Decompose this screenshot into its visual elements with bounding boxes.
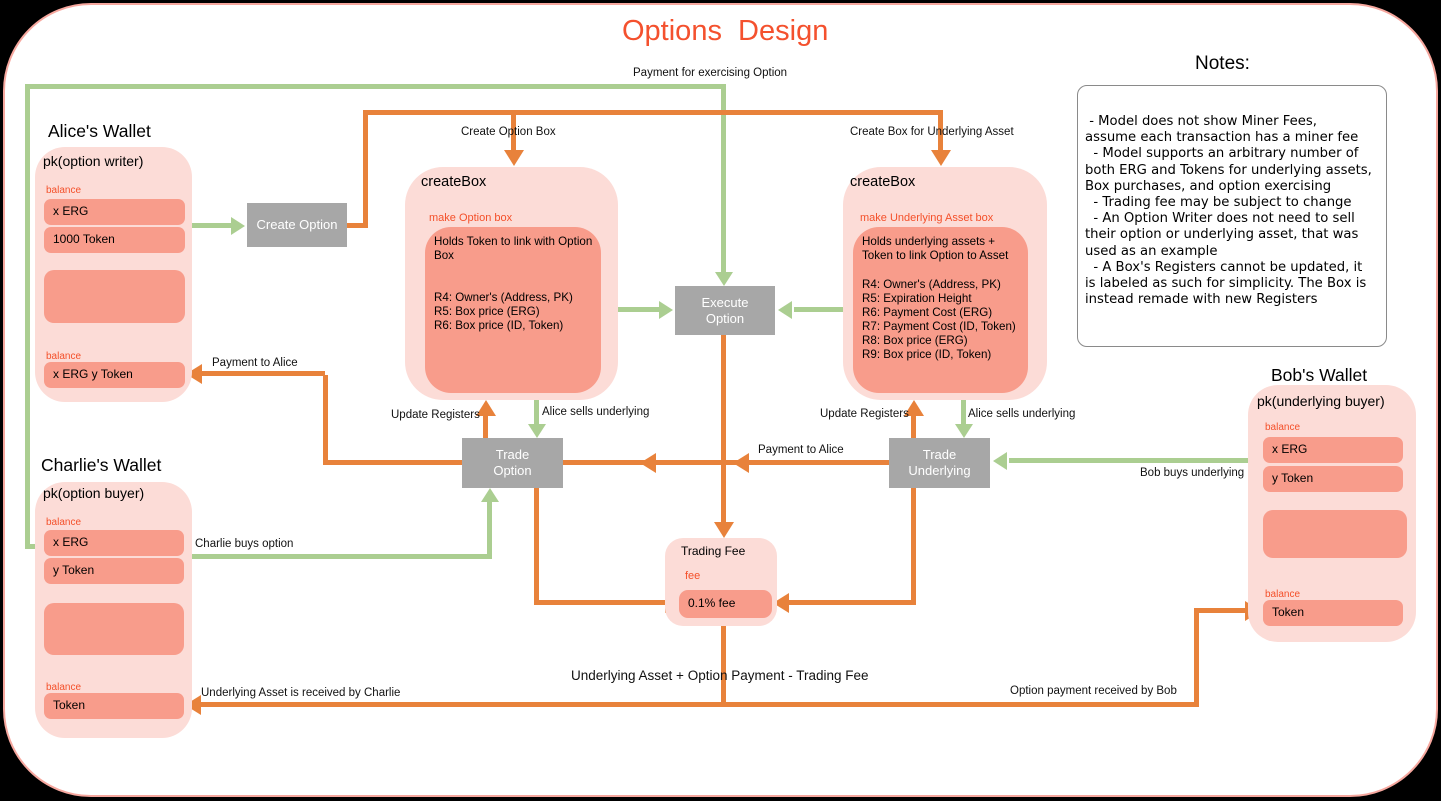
- create-option-label: Create Option: [256, 217, 338, 232]
- trade-option-node: Trade Option: [462, 438, 563, 488]
- alice-balance-result: x ERG y Token: [44, 362, 185, 388]
- charlie-balance-token: y Token: [44, 558, 184, 584]
- bob-balance-token: y Token: [1263, 466, 1403, 492]
- underlying-box-registers: R4: Owner's (Address, PK) R5: Expiration…: [862, 278, 1016, 361]
- trade-underlying-node: Trade Underlying: [889, 438, 990, 488]
- bob-balance-label-2: balance: [1265, 589, 1301, 600]
- make-option-box-label: make Option box: [429, 212, 513, 224]
- bob-balance-erg: x ERG: [1263, 437, 1403, 463]
- make-underlying-box-label: make Underlying Asset box: [860, 212, 994, 224]
- charlie-empty-box: [44, 603, 184, 655]
- label-create-underlying-box: Create Box for Underlying Asset: [850, 126, 1014, 138]
- label-alice-sells-left: Alice sells underlying: [542, 406, 650, 418]
- label-payment-to-alice-right: Payment to Alice: [758, 444, 844, 456]
- trade-option-label: Trade Option: [493, 447, 532, 478]
- bob-balance-result: Token: [1263, 600, 1403, 626]
- alice-empty-box: [44, 270, 185, 323]
- alice-balance-erg: x ERG: [44, 199, 185, 225]
- create-box-option-title: createBox: [421, 174, 487, 190]
- alice-wallet-title: Alice's Wallet: [48, 121, 151, 141]
- fee-value-box: 0.1% fee: [679, 590, 772, 618]
- alice-balance-label-2: balance: [46, 351, 82, 362]
- label-received-by-bob: Option payment received by Bob: [1010, 685, 1177, 697]
- diagram-canvas: Options Design: [3, 3, 1438, 797]
- alice-balance-token: 1000 Token: [44, 227, 185, 253]
- bob-empty-box: [1263, 510, 1407, 558]
- fee-label: fee: [685, 570, 701, 582]
- charlie-balance-erg: x ERG: [44, 530, 184, 556]
- create-option-node: Create Option: [247, 203, 347, 247]
- label-charlie-buys-option: Charlie buys option: [195, 538, 294, 550]
- execute-option-label: Execute Option: [701, 294, 749, 326]
- label-update-registers-left: Update Registers: [391, 409, 480, 421]
- bob-balance-label: balance: [1265, 422, 1301, 433]
- label-payment-to-alice-left: Payment to Alice: [212, 357, 298, 369]
- alice-wallet-subtitle: pk(option writer): [43, 153, 144, 169]
- charlie-balance-label: balance: [46, 517, 82, 528]
- alice-balance-label: balance: [46, 185, 82, 196]
- label-alice-sells-right: Alice sells underlying: [968, 408, 1076, 420]
- execute-option-node: Execute Option: [675, 286, 775, 335]
- bob-wallet-title: Bob's Wallet: [1271, 365, 1368, 385]
- label-update-registers-right: Update Registers: [820, 408, 909, 420]
- charlie-balance-label-2: balance: [46, 682, 82, 693]
- charlie-wallet-title: Charlie's Wallet: [41, 455, 162, 475]
- label-received-by-charlie: Underlying Asset is received by Charlie: [201, 687, 401, 699]
- option-box-contents: Holds Token to link with Option Box R4: …: [425, 227, 601, 393]
- notes-panel: - Model does not show Miner Fees, assume…: [1077, 85, 1387, 347]
- label-bob-buys-underlying: Bob buys underlying: [1140, 467, 1245, 479]
- notes-title: Notes:: [1195, 53, 1250, 74]
- charlie-balance-result: Token: [44, 693, 184, 719]
- option-box-registers: R4: Owner's (Address, PK) R5: Box price …: [434, 291, 573, 332]
- option-box-description: Holds Token to link with Option Box: [434, 235, 593, 262]
- trade-underlying-label: Trade Underlying: [908, 447, 971, 478]
- label-payment-for-exercising: Payment for exercising Option: [633, 67, 788, 79]
- charlie-wallet-subtitle: pk(option buyer): [43, 485, 145, 501]
- underlying-box-description: Holds underlying assets + Token to link …: [862, 235, 1009, 262]
- page-title: Options Design: [622, 15, 829, 47]
- create-box-underlying-title: createBox: [850, 174, 916, 190]
- underlying-box-contents: Holds underlying assets + Token to link …: [853, 227, 1028, 393]
- bob-wallet-subtitle: pk(underlying buyer): [1257, 393, 1385, 409]
- label-underlying-plus-payment: Underlying Asset + Option Payment - Trad…: [571, 668, 869, 683]
- label-create-option-box: Create Option Box: [461, 126, 556, 138]
- trading-fee-title: Trading Fee: [681, 544, 746, 558]
